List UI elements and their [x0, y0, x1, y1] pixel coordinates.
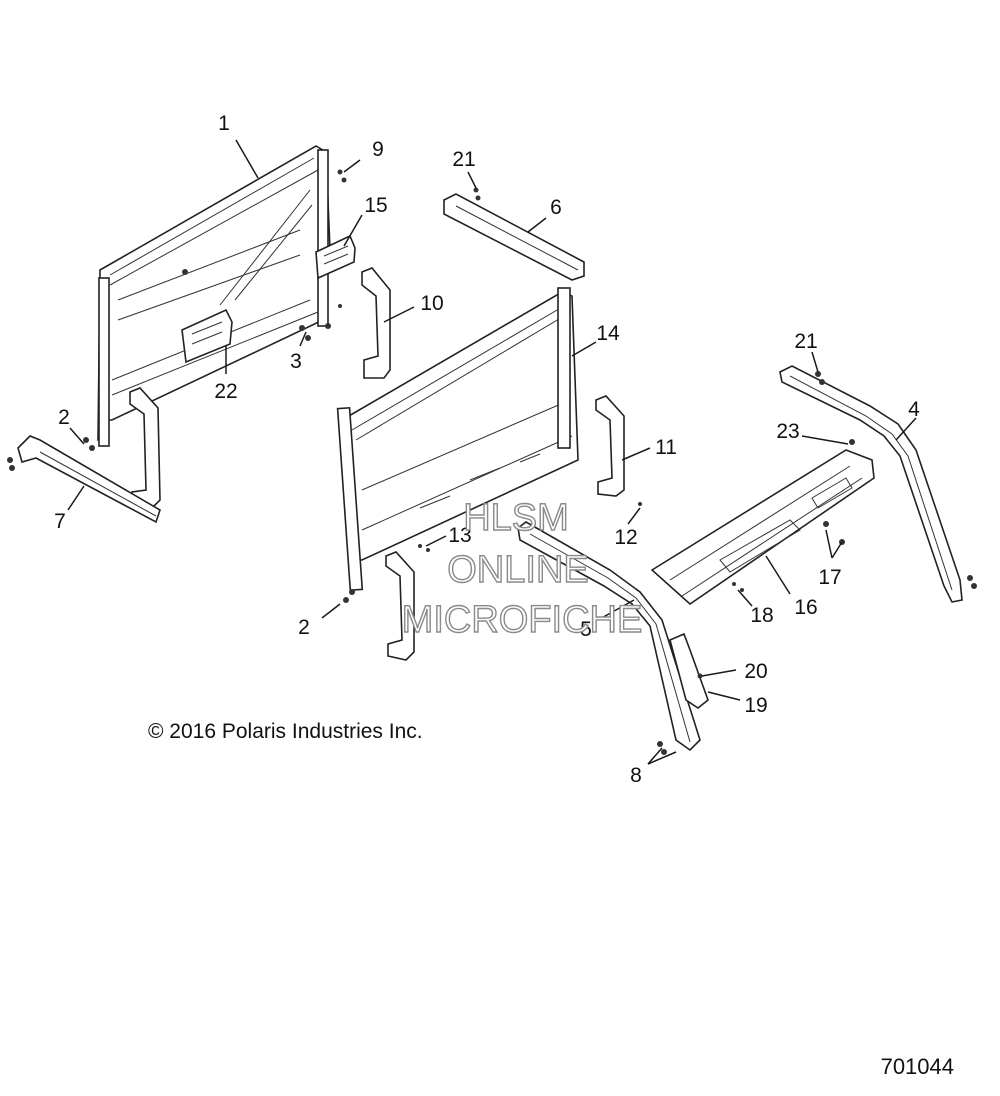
leader-lines	[67, 139, 917, 765]
callout-6: 6	[550, 196, 562, 219]
callout-5: 5	[580, 618, 592, 641]
diagram-number: 701044	[881, 1054, 954, 1079]
callout-12: 12	[614, 526, 637, 549]
watermark-line-2: ONLINE	[447, 549, 588, 591]
callouts: 1 2 3 4 5 6 7 8 9 10 11 12 13 14 15 16 1…	[54, 112, 920, 787]
callout-15: 15	[364, 194, 387, 217]
tube-4	[779, 365, 977, 603]
watermark-line-3: MICROFICHE	[402, 599, 643, 641]
callout-4: 4	[908, 398, 920, 421]
callout-9: 9	[372, 138, 384, 161]
callout-20: 20	[744, 660, 767, 683]
tube-7	[7, 435, 161, 524]
callout-21-right: 21	[794, 330, 817, 353]
callout-1: 1	[218, 112, 230, 135]
bracket-lower	[385, 551, 415, 661]
hardware-3	[299, 304, 342, 341]
middle-frame-14	[336, 287, 579, 592]
callout-2-middle: 2	[298, 616, 310, 639]
callout-2-left: 2	[58, 406, 70, 429]
callout-3: 3	[290, 350, 302, 373]
callout-21-upper: 21	[452, 148, 475, 171]
callout-23: 23	[776, 420, 799, 443]
crossbar-6	[443, 193, 585, 281]
watermark-line-1: HLSM	[463, 497, 569, 539]
callout-19: 19	[744, 694, 767, 717]
copyright-text: © 2016 Polaris Industries Inc.	[148, 720, 423, 743]
callout-8: 8	[630, 764, 642, 787]
hardware-8	[657, 741, 667, 755]
callout-16: 16	[794, 596, 817, 619]
bracket-10	[361, 267, 391, 379]
handle-22	[181, 308, 233, 364]
bracket-left	[129, 387, 161, 511]
tube-5	[517, 521, 701, 752]
callout-13: 13	[448, 524, 471, 547]
hardware-9	[337, 169, 347, 183]
callout-10: 10	[420, 292, 443, 315]
callout-7: 7	[54, 510, 66, 533]
callout-17: 17	[818, 566, 841, 589]
callout-11: 11	[655, 436, 677, 459]
callout-14: 14	[596, 322, 620, 345]
watermark: HLSM ONLINE MICROFICHE	[401, 496, 643, 641]
bracket-11	[595, 395, 625, 497]
handle-15	[315, 234, 356, 280]
roof-panel-16	[650, 449, 875, 606]
clamp-19-20	[669, 632, 709, 709]
callout-22: 22	[214, 380, 237, 403]
callout-18: 18	[750, 604, 773, 627]
hardware-misc	[83, 187, 855, 603]
